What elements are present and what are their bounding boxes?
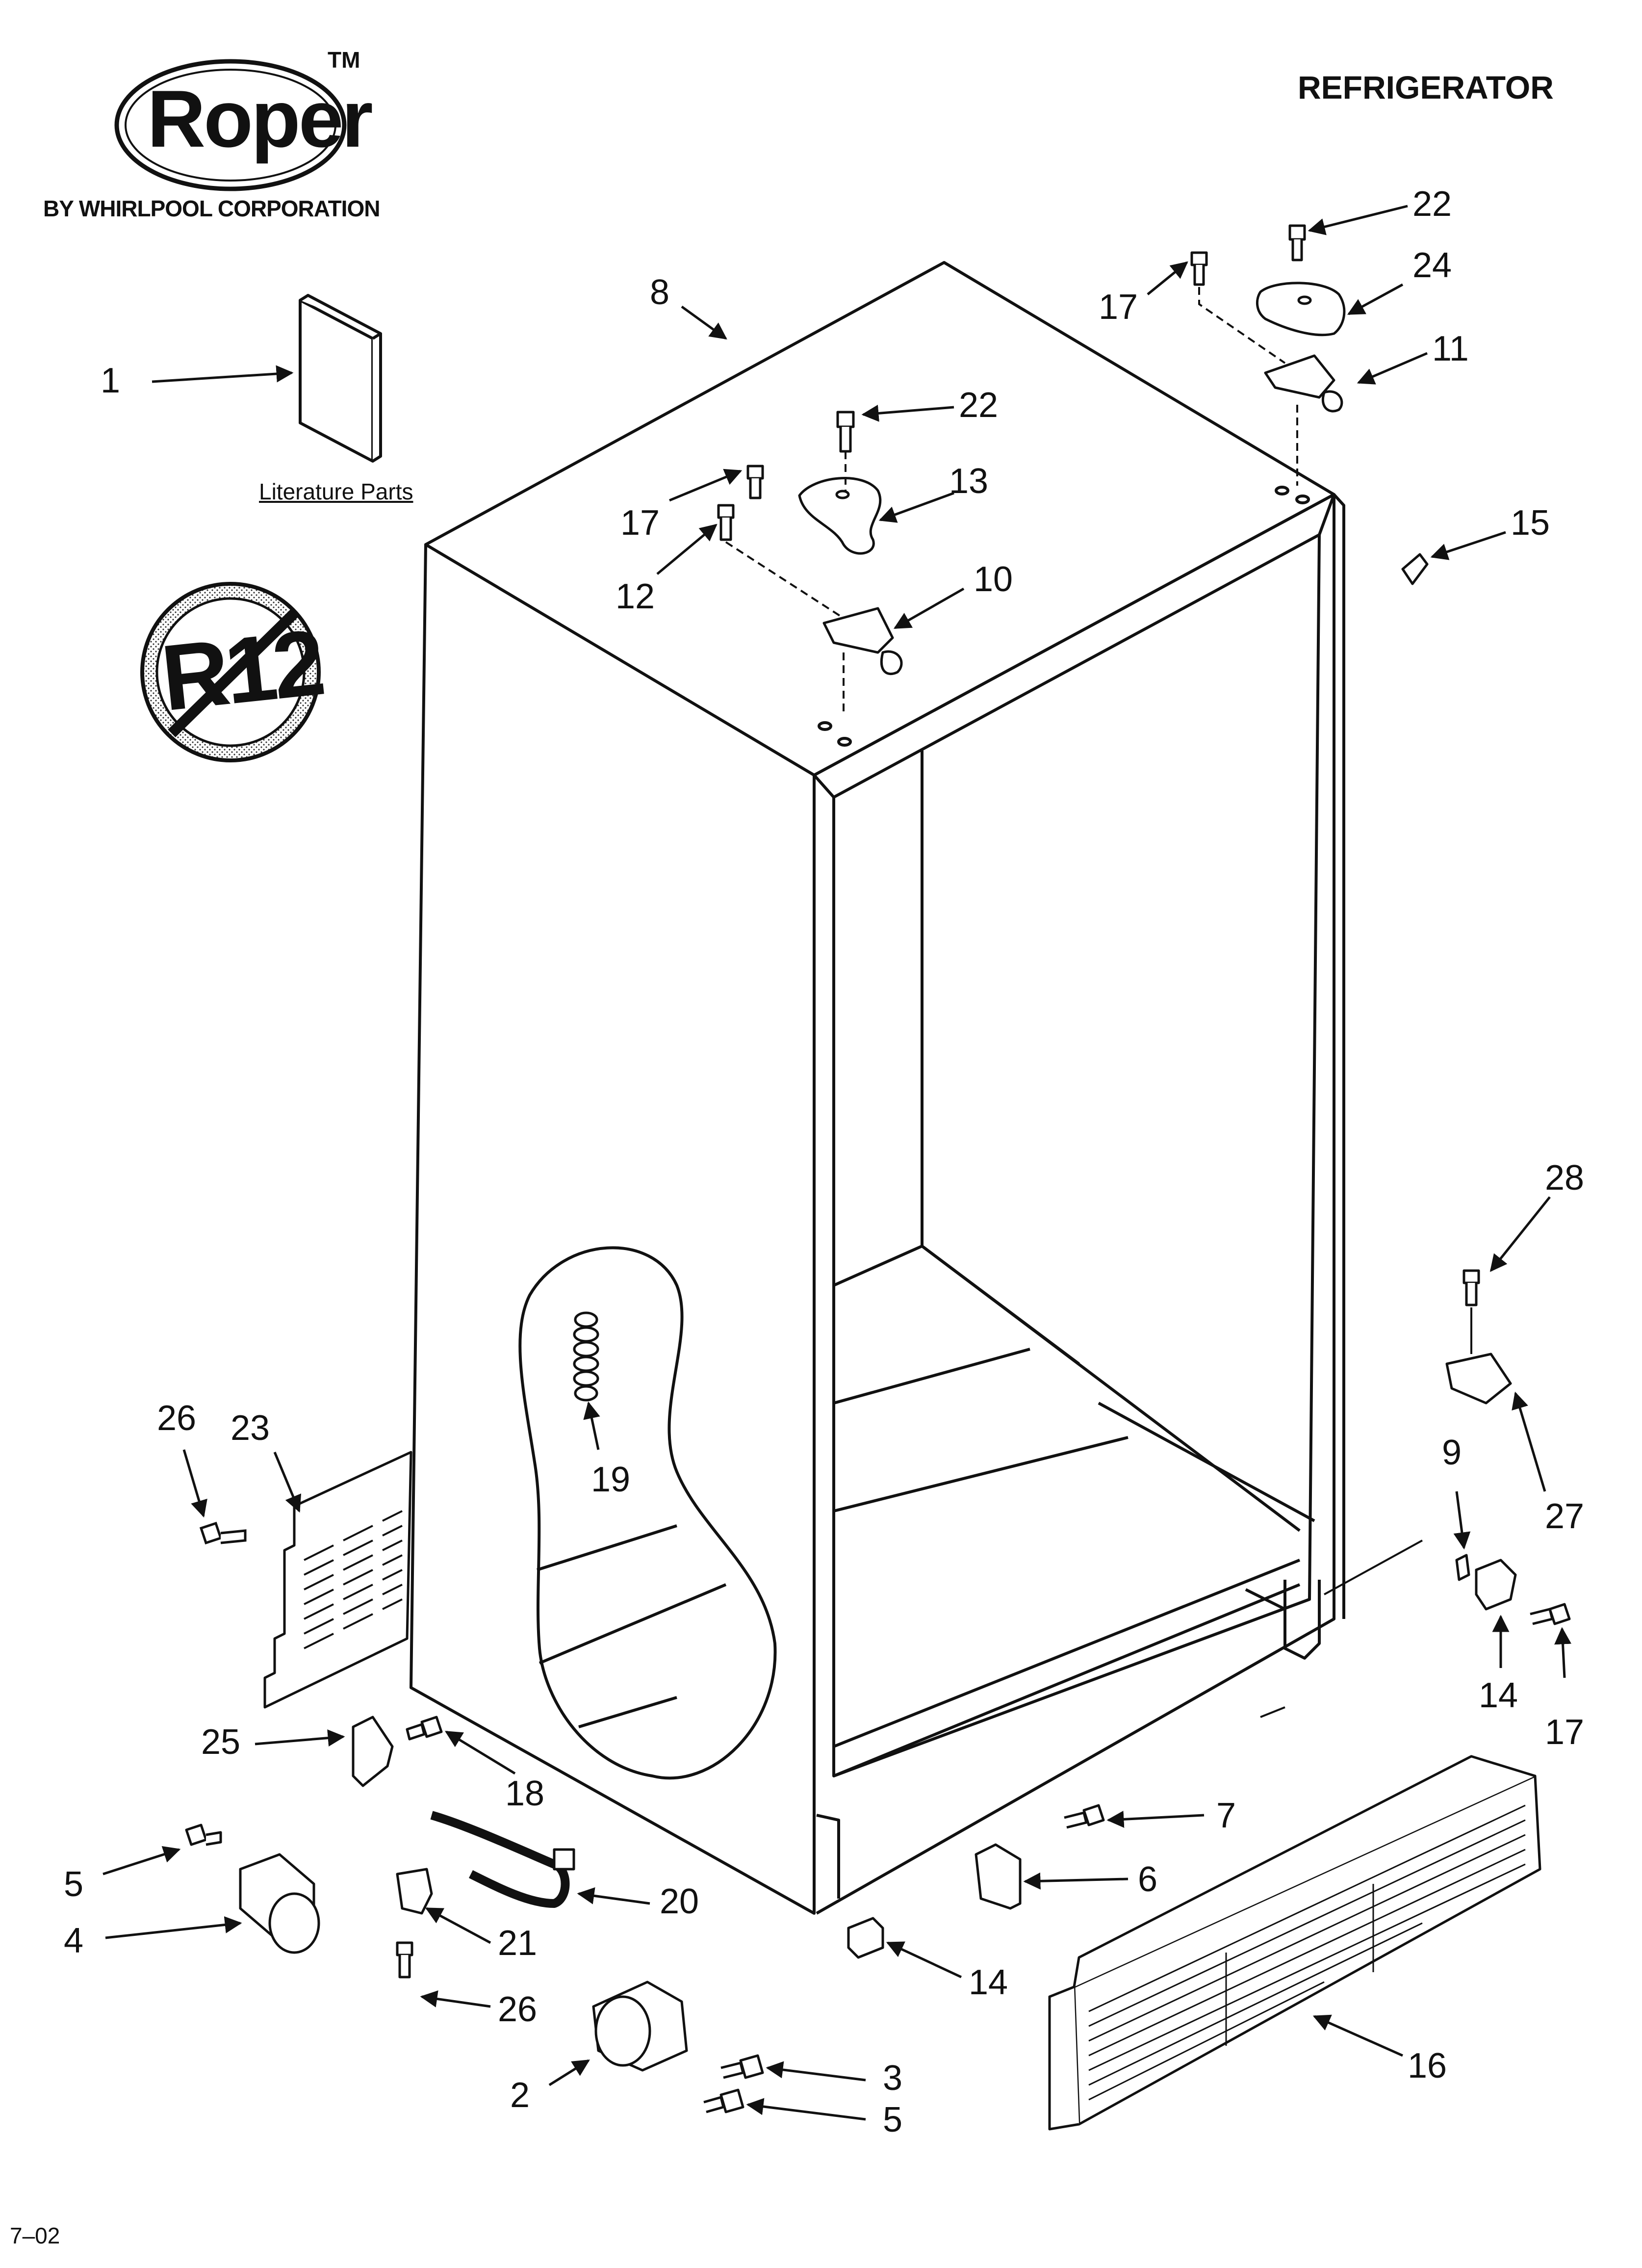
literature-parts-label: Literature Parts (259, 479, 413, 504)
callout-15: 15 (1511, 503, 1550, 543)
callout-9: 9 (1442, 1433, 1462, 1472)
callout-13: 13 (949, 462, 989, 501)
trademark-mark: TM (328, 47, 360, 73)
callout-22-center: 22 (959, 386, 999, 425)
callout-23: 23 (231, 1408, 270, 1448)
brand-byline: BY WHIRLPOOL CORPORATION (43, 196, 380, 221)
callout-17-right: 17 (1545, 1713, 1585, 1752)
no-r12-badge-text: R12 (156, 610, 326, 731)
literature-booklet (299, 294, 382, 463)
callout-1: 1 (101, 361, 121, 400)
date-code: 7–02 (10, 2223, 60, 2248)
section-title: REFRIGERATOR (1298, 69, 1554, 105)
hinge-parts-center (717, 411, 903, 676)
brand-wordmark: Roper (147, 74, 373, 164)
callout-8: 8 (650, 273, 670, 312)
bottom-left-parts (185, 1716, 764, 2113)
callout-28: 28 (1545, 1158, 1585, 1198)
callout-17-top-right: 17 (1099, 287, 1138, 327)
callout-2: 2 (510, 2076, 530, 2115)
callout-5-left: 5 (64, 1865, 84, 1904)
grille-16-slats (1088, 1804, 1526, 2101)
cutaway-window (518, 1246, 777, 1780)
callout-6: 6 (1138, 1860, 1158, 1899)
callout-25: 25 (201, 1722, 241, 1762)
callout-14-right: 14 (1479, 1676, 1518, 1715)
callout-26-lower: 26 (498, 1990, 538, 2029)
callout-11: 11 (1432, 329, 1469, 368)
callout-20: 20 (660, 1882, 699, 1921)
brand-logo-oval (114, 59, 347, 191)
callout-17-center: 17 (620, 503, 660, 543)
callout-22-top-right: 22 (1412, 184, 1452, 224)
callout-16: 16 (1408, 2046, 1447, 2086)
drain-tube-19 (573, 1311, 599, 1402)
callout-5-lower: 5 (883, 2100, 903, 2139)
callout-14-lower: 14 (969, 1963, 1008, 2002)
callout-18: 18 (505, 1774, 545, 1813)
callout-3: 3 (883, 2059, 903, 2098)
rear-grille-23 (263, 1451, 412, 1709)
screw-26-upper (199, 1521, 247, 1545)
callout-21: 21 (498, 1924, 538, 1963)
leader-lines (103, 205, 1572, 2121)
bottom-right-parts (847, 1269, 1571, 2131)
callout-4: 4 (64, 1921, 84, 1960)
callout-26-upper: 26 (157, 1399, 197, 1438)
callout-19: 19 (591, 1460, 631, 1499)
hinge-parts-right (1190, 224, 1429, 585)
callout-27: 27 (1545, 1497, 1585, 1536)
callout-10: 10 (974, 560, 1013, 599)
callout-24: 24 (1412, 246, 1452, 285)
callout-7: 7 (1216, 1796, 1236, 1835)
callout-12: 12 (616, 577, 655, 616)
